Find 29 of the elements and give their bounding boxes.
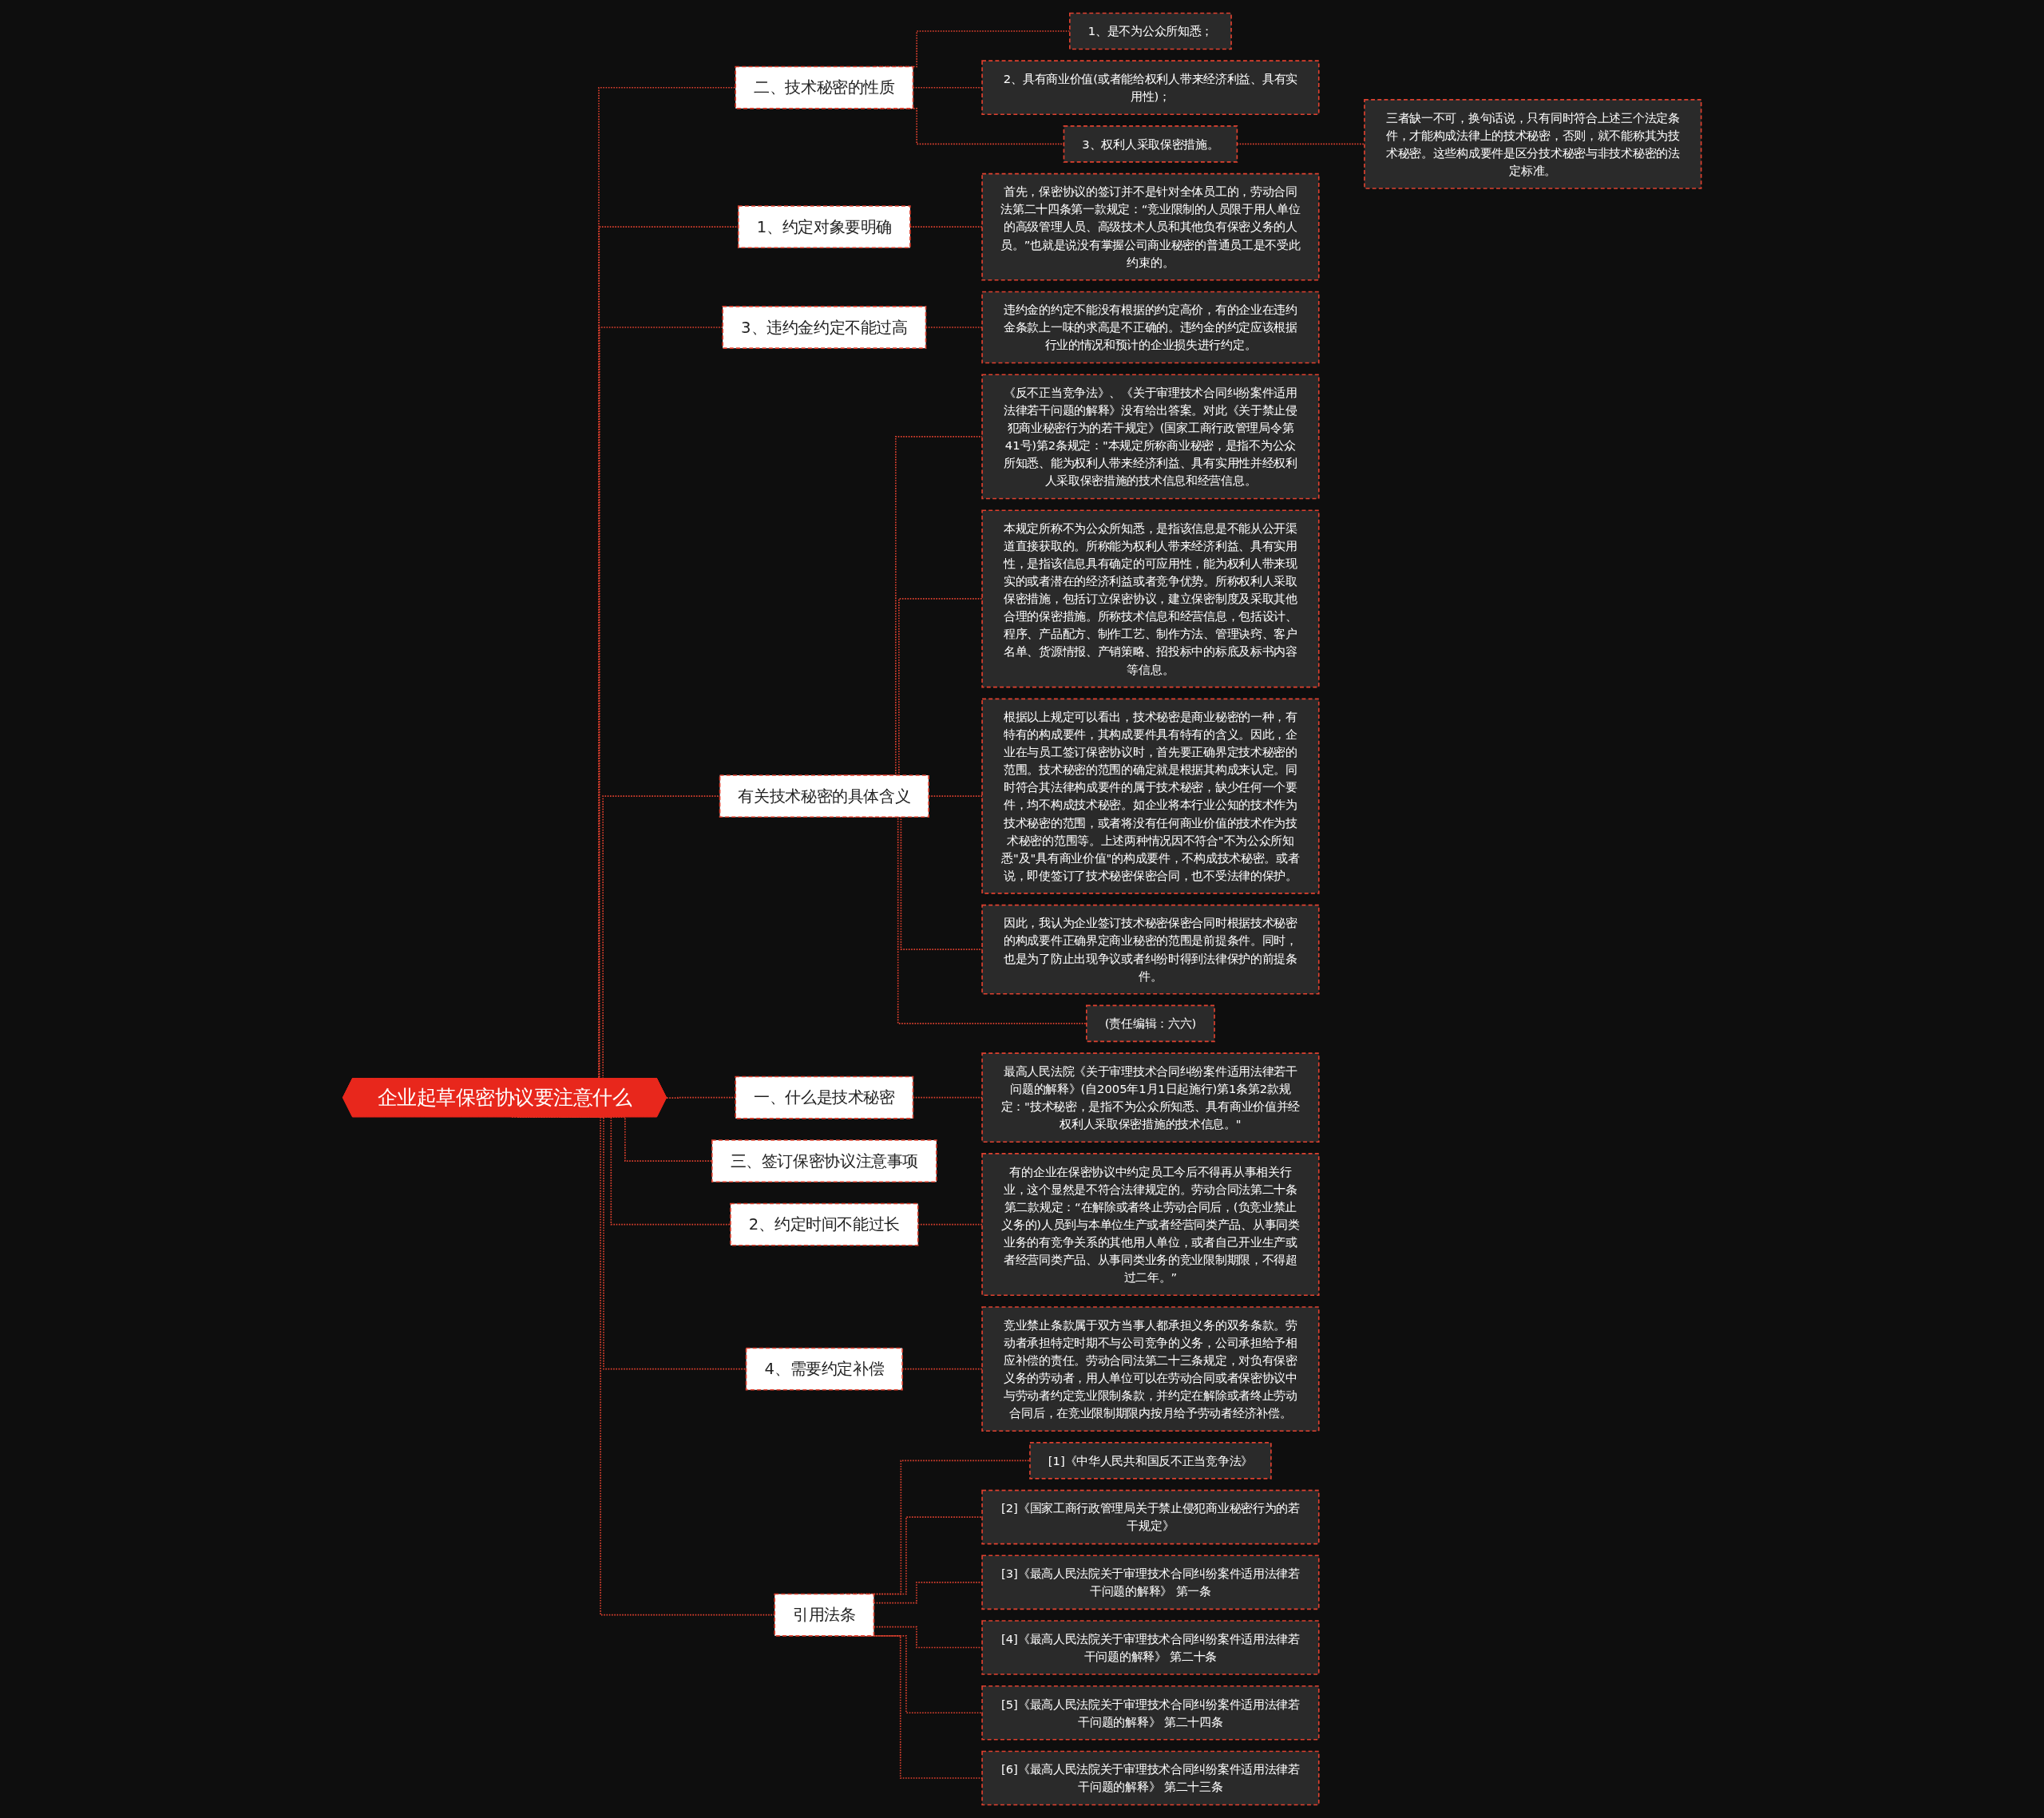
node-box: 因此，我认为企业签订技术秘密保密合同时根据技术秘密的构成要件正确界定商业秘密的范围是前提条件。同时，也是为了防止出现争议或者纠纷时得到法律保护的前提条件。 [981, 904, 1320, 995]
node-box: 首先，保密协议的签订并不是针对全体员工的，劳动合同法第二十四条第一款规定：“竞业限制的人员限于用人单位的高级管理人员、高级技术人员和其他负有保密义务的人员。”也就是说没有掌握公司商业秘密的普通员工是不受此约束的。 [981, 172, 1320, 281]
node-box: 2、约定时间不能过长 [730, 1202, 919, 1246]
node-box: 本规定所称不为公众所知悉，是指该信息是不能从公开渠道直接获取的。所称能为权利人带来经济利益、具有实用性，是指该信息具有确定的可应用性，能为权利人带来现实的或者潜在的经济利益或者竞争优势。所称权利人采取保密措施，包括订立保密协议，建立保密制度及采取其他合理的保密措施。所称技术信息和经营信息，包括设计、程序、产品配方、制作工艺、制作方法、管理诀窍、客户名单、货源情报、产销策略、招投标中的标底及标书内容等信息。 [981, 509, 1320, 688]
node-box: 1、是不为公众所知悉； [1069, 12, 1232, 50]
node-box: 4、需要约定补偿 [745, 1347, 903, 1391]
node-box: (责任编辑：六六) [1086, 1004, 1215, 1043]
node-box: 2、具有商业价值(或者能给权利人带来经济利益、具有实用性)； [981, 60, 1320, 115]
node-box: 根据以上规定可以看出，技术秘密是商业秘密的一种，有特有的构成要件，其构成要件具有特有的含义。因此，企业在与员工签订保密协议时，首先要正确界定技术秘密的范围。技术秘密的范围的确定就是根据其构成来认定。同时符合其法律构成要件的属于技术秘密，缺少任何一个要件，均不构成技术秘密。如企业将本行业公知的技术作为技术秘密的范围，或者将没有任何商业价值的技术作为技术秘密的范围等。上述两种情况因不符合"不为公众所知悉"及"具有商业价值"的构成要件，不构成技术秘密。或者说，即使签订了技术秘密保密合同，也不受法律的保护。 [981, 698, 1320, 894]
node-box: 三者缺一不可，换句话说，只有同时符合上述三个法定条件，才能构成法律上的技术秘密，否则，就不能称其为技术秘密。这些构成要件是区分技术秘密与非技术秘密的法定标准。 [1364, 99, 1702, 189]
node-box: [3]《最高人民法院关于审理技术合同纠纷案件适用法律若干问题的解释》 第一条 [981, 1555, 1320, 1610]
node-box: 三、签订保密协议注意事项 [711, 1139, 937, 1183]
node-box: 竞业禁止条款属于双方当事人都承担义务的双务条款。劳动者承担特定时期不与公司竞争的义务，公司承担给予相应补偿的责任。劳动合同法第二十三条规定，对负有保密义务的劳动者，用人单位可以在劳动合同或者保密协议中与劳动者约定竞业限制条款，并约定在解除或者终止劳动合同后，在竞业限制期限内按月给予劳动者经济补偿。 [981, 1306, 1320, 1432]
node-box: 二、技术秘密的性质 [735, 65, 914, 109]
node-box: 一、什么是技术秘密 [735, 1075, 914, 1119]
node-box: [2]《国家工商行政管理局关于禁止侵犯商业秘密行为的若干规定》 [981, 1489, 1320, 1545]
node-box: 有关技术秘密的具体含义 [719, 774, 929, 818]
node-box: 引用法条 [774, 1593, 875, 1637]
node-box: 有的企业在保密协议中约定员工今后不得再从事相关行业，这个显然是不符合法律规定的。劳动合同法第二十条第二款规定：“在解除或者终止劳动合同后，(负竞业禁止义务的)人员到与本单位生产或者经营同类产品、从事同类业务的有竞争关系的其他用人单位，或者自己开业生产或者经营同类产品、从事同类业务的竞业限制期限，不得超过二年。” [981, 1153, 1320, 1297]
node-box: 最高人民法院《关于审理技术合同纠纷案件适用法律若干问题的解释》(自2005年1月1日起施行)第1条第2款规定："技术秘密，是指不为公众所知悉、具有商业价值并经权利人采取保密措施的技术信息。" [981, 1052, 1320, 1143]
node-box: [6]《最高人民法院关于审理技术合同纠纷案件适用法律若干问题的解释》 第二十三条 [981, 1750, 1320, 1806]
node-box: [4]《最高人民法院关于审理技术合同纠纷案件适用法律若干问题的解释》 第二十条 [981, 1620, 1320, 1675]
node-box: 《反不正当竞争法》、《关于审理技术合同纠纷案件适用法律若干问题的解释》没有给出答案。对此《关于禁止侵犯商业秘密行为的若干规定》(国家工商行政管理局令第41号)第2条规定："本规定所称商业秘密，是指不为公众所知悉、能为权利人带来经济利益、具有实用性并经权利人采取保密措施的技术信息和经营信息。 [981, 374, 1320, 500]
node-box: 1、约定对象要明确 [737, 205, 911, 249]
node-box: [5]《最高人民法院关于审理技术合同纠纷案件适用法律若干问题的解释》 第二十四条 [981, 1685, 1320, 1741]
node-box: 3、违约金约定不能过高 [722, 306, 927, 349]
node-box: [1]《中华人民共和国反不正当竞争法》 [1029, 1442, 1272, 1479]
node-box: 3、权利人采取保密措施。 [1063, 125, 1238, 163]
node-box: 违约金的约定不能没有根据的约定高价，有的企业在违约金条款上一味的求高是不正确的。违约金的约定应该根据行业的情况和预计的企业损失进行约定。 [981, 291, 1320, 364]
